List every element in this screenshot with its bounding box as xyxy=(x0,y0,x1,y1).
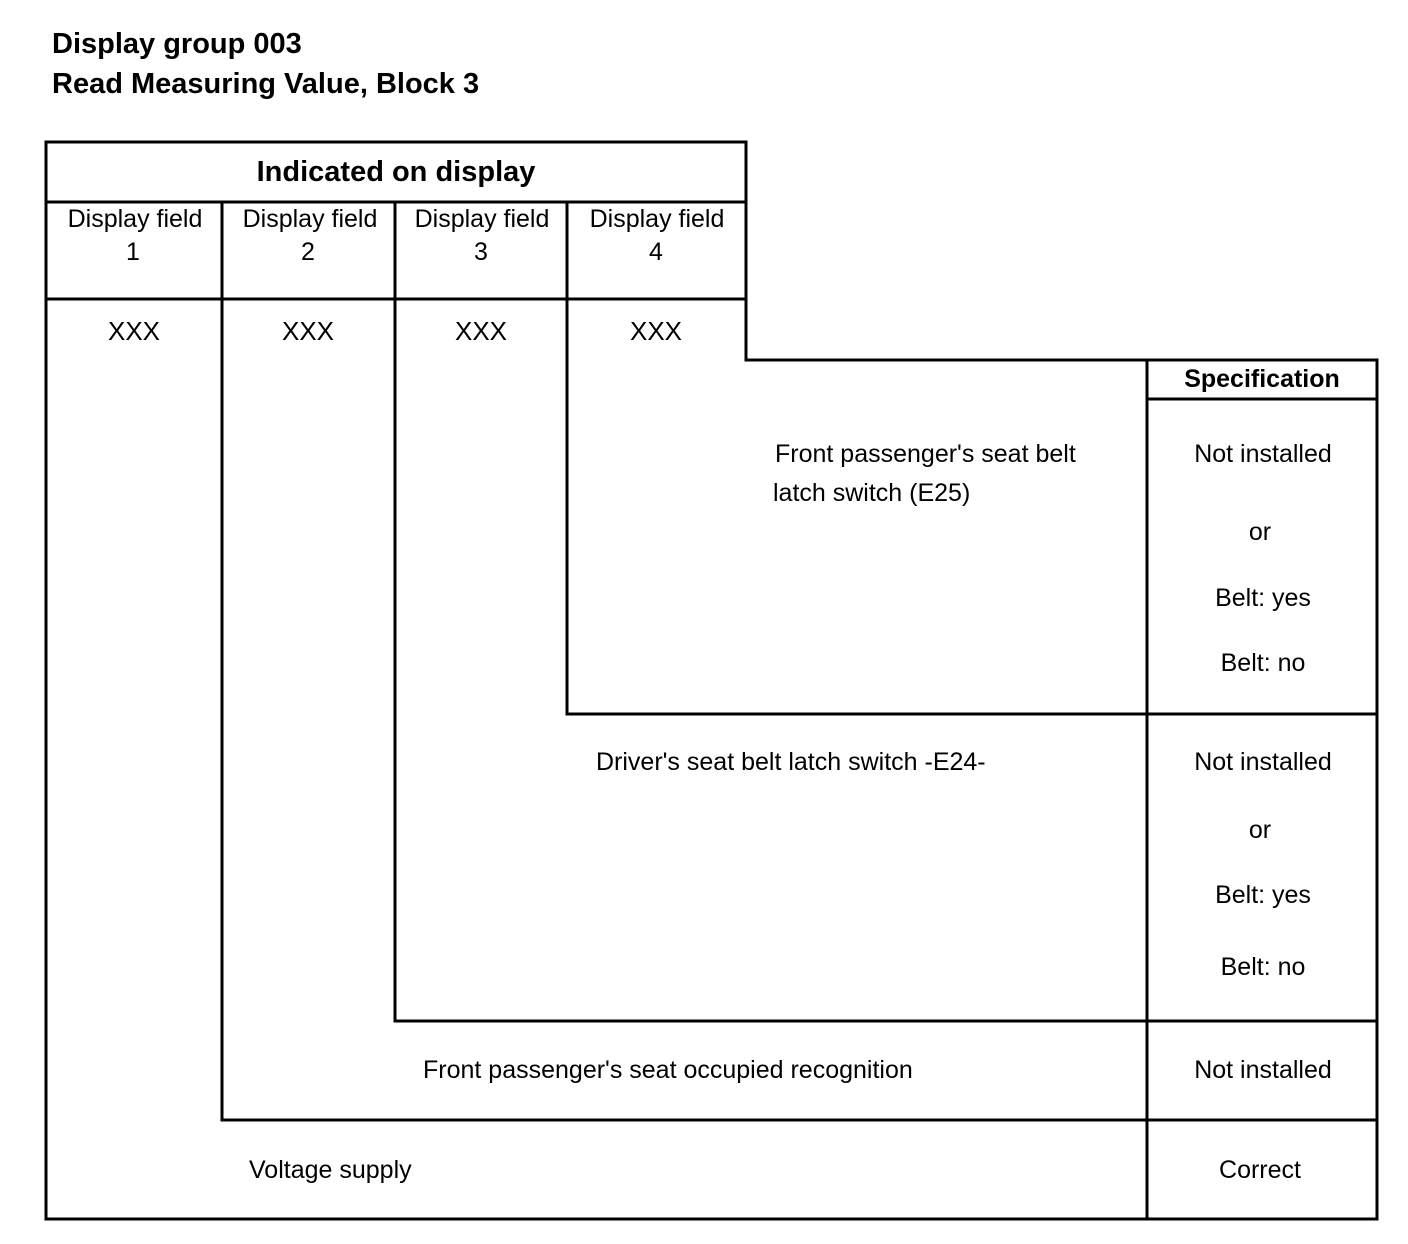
row-2-spec-3: Belt: yes xyxy=(1215,881,1311,909)
row-1-spec-4: Belt: no xyxy=(1220,649,1306,677)
row-2-description: Driver's seat belt latch switch -E24- xyxy=(596,748,986,776)
row-2-spec-4: Belt: no xyxy=(1220,953,1306,981)
row-4-description: Voltage supply xyxy=(249,1156,412,1184)
row-1-spec-1: Not installed xyxy=(1194,440,1332,468)
row-1-description-line2: latch switch (E25) xyxy=(773,479,971,507)
field-value-1: XXX xyxy=(107,316,161,346)
field-header-4-label: Display field xyxy=(589,205,725,233)
row-1-description-line1: Front passenger's seat belt xyxy=(775,440,1076,468)
field-header-2-label: Display field xyxy=(242,205,378,233)
page-subtitle: Read Measuring Value, Block 3 xyxy=(52,68,480,100)
field-value-3: XXX xyxy=(454,316,508,346)
row-4-spec-1: Correct xyxy=(1219,1156,1301,1184)
field-value-2: XXX xyxy=(281,316,335,346)
row-3-spec-1: Not installed xyxy=(1194,1056,1332,1084)
specification-header: Specification xyxy=(1184,365,1340,393)
field-header-2-number: 2 xyxy=(301,238,315,266)
field-header-3-number: 3 xyxy=(474,238,488,266)
row-2-spec-2: or xyxy=(1248,816,1272,844)
field-header-3-label: Display field xyxy=(414,205,550,233)
field-header-1-number: 1 xyxy=(126,238,140,266)
field-header-4-number: 4 xyxy=(649,238,663,266)
row-2-spec-1: Not installed xyxy=(1194,748,1332,776)
indicated-on-display-header: Indicated on display xyxy=(256,156,536,188)
field-header-1-label: Display field xyxy=(67,205,203,233)
row-1-spec-2: or xyxy=(1248,518,1272,546)
page-title: Display group 003 xyxy=(52,28,302,60)
row-1-spec-3: Belt: yes xyxy=(1215,584,1311,612)
field-value-4: XXX xyxy=(629,316,683,346)
row-3-description: Front passenger's seat occupied recognit… xyxy=(423,1056,913,1084)
